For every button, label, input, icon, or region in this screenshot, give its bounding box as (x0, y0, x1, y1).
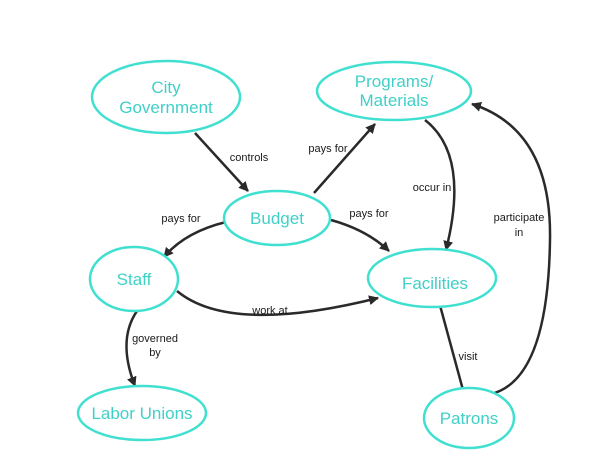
node-city-government-line2: Government (119, 98, 213, 117)
node-facilities: Facilities (366, 247, 498, 309)
node-patrons: Patrons (422, 386, 516, 450)
edge-budget-programs (313, 123, 376, 194)
node-labor-unions: Labor Unions (76, 384, 208, 442)
label-budget-programs: pays for (308, 143, 347, 155)
edge-budget-staff (163, 220, 227, 258)
edge-controls (194, 132, 249, 192)
node-facilities-label: Facilities (402, 274, 468, 293)
edge-budget-facilities (330, 218, 390, 252)
node-budget: Budget (222, 189, 332, 247)
label-controls: controls (230, 152, 269, 164)
label-budget-staff: pays for (161, 213, 200, 225)
edge-participate-in (471, 102, 552, 396)
node-programs-materials: Programs/ Materials (315, 60, 473, 122)
node-city-government: City Government (90, 59, 242, 135)
edge-governed-by (125, 310, 139, 387)
node-staff-label: Staff (117, 270, 152, 289)
label-occur-in: occur in (413, 182, 452, 194)
node-programs-line1: Programs/ (355, 72, 434, 91)
label-budget-facilities: pays for (349, 208, 388, 220)
node-programs-line2: Materials (360, 91, 429, 110)
label-governed-by-1: governed (132, 333, 178, 345)
node-city-government-line1: City (151, 78, 181, 97)
label-work-at: work at (251, 305, 287, 317)
node-staff: Staff (88, 245, 180, 313)
label-visit: visit (459, 351, 478, 363)
edge-visit (435, 297, 465, 391)
node-labor-unions-label: Labor Unions (91, 404, 192, 423)
label-participate-in-1: participate (494, 212, 545, 224)
node-patrons-label: Patrons (440, 409, 499, 428)
edge-occur-in (424, 119, 456, 251)
node-budget-label: Budget (250, 209, 304, 228)
label-governed-by-2: by (149, 347, 161, 359)
label-participate-in-2: in (515, 227, 524, 239)
edge-work-at (176, 290, 379, 317)
